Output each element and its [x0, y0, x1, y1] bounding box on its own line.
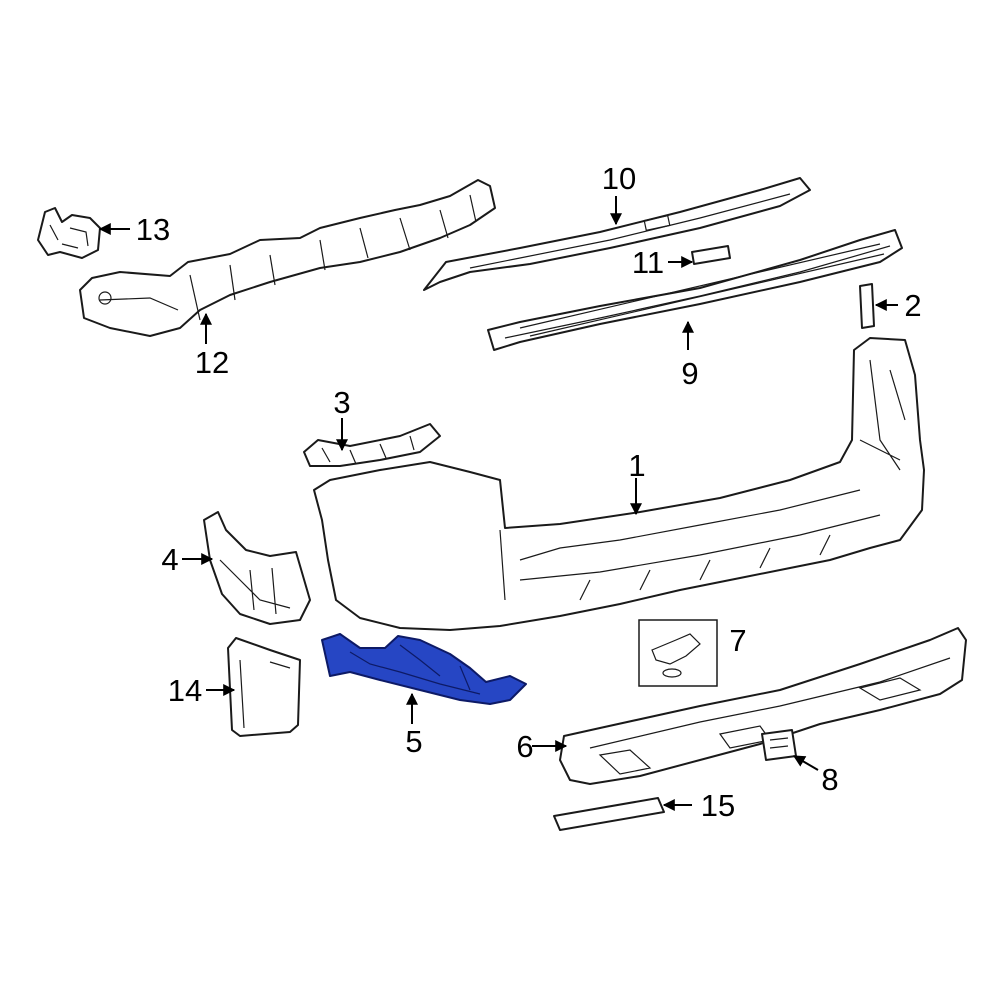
callout-3: 3 — [333, 385, 350, 420]
leader-8 — [792, 755, 819, 771]
callout-4: 4 — [161, 542, 178, 577]
part-4-side-bracket[interactable] — [203, 511, 311, 625]
part-10-scuff-plate[interactable] — [423, 177, 811, 291]
callout-labels: 1 2 3 4 5 6 7 8 9 10 11 12 13 14 15 — [136, 161, 922, 823]
part-11-pad[interactable] — [691, 245, 731, 265]
callout-2: 2 — [904, 288, 921, 323]
callout-1: 1 — [628, 448, 645, 483]
part-2-spacer[interactable] — [859, 283, 875, 329]
leader-lines — [98, 196, 898, 811]
callout-8: 8 — [821, 762, 838, 797]
part-3-bracket[interactable] — [303, 423, 441, 467]
callout-11: 11 — [632, 245, 664, 280]
part-1-bumper-cover[interactable] — [313, 337, 925, 631]
callout-14: 14 — [168, 673, 202, 708]
callout-5: 5 — [405, 724, 422, 759]
part-8-plate[interactable] — [761, 729, 797, 761]
part-15-strip[interactable] — [553, 797, 665, 831]
part-9-step-pad[interactable] — [487, 229, 903, 351]
part-5-lower-bracket[interactable] — [321, 633, 527, 705]
callout-12: 12 — [195, 345, 229, 380]
callout-7: 7 — [729, 623, 746, 658]
part-13-bracket[interactable] — [37, 207, 101, 259]
callout-10: 10 — [602, 161, 636, 196]
callout-13: 13 — [136, 212, 170, 247]
callout-15: 15 — [701, 788, 735, 823]
part-7-clip-box[interactable] — [638, 619, 718, 687]
part-6-lower-valance[interactable] — [559, 627, 967, 785]
part-14-mud-flap[interactable] — [227, 637, 301, 737]
part-12-reinforcement[interactable] — [79, 179, 496, 337]
callout-9: 9 — [681, 356, 698, 391]
callout-6: 6 — [516, 729, 533, 764]
